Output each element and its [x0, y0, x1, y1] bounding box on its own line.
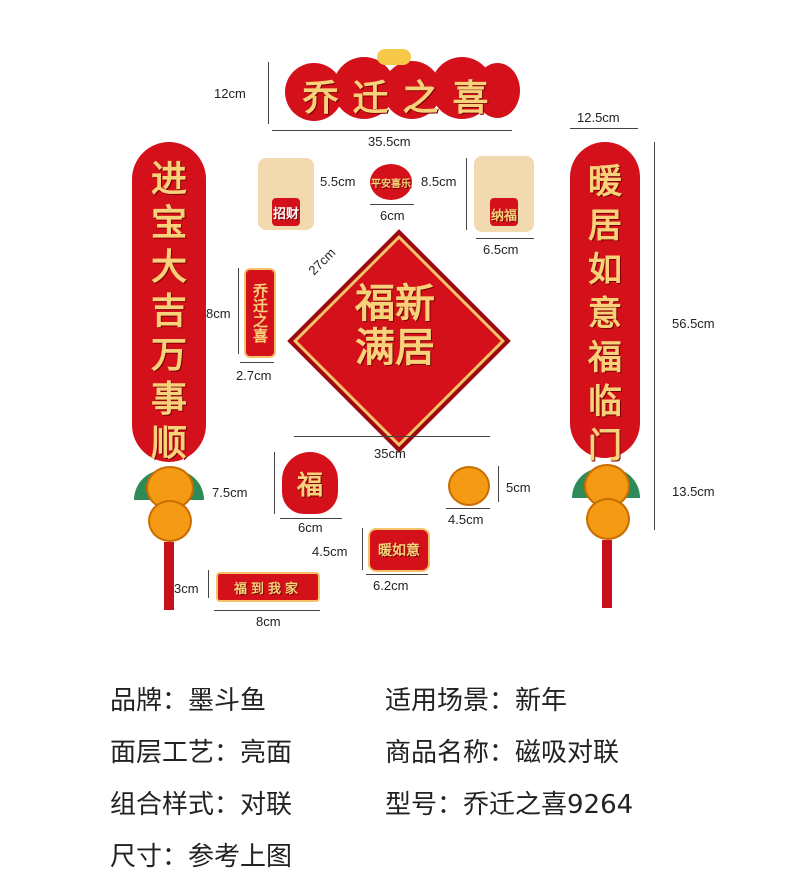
- apple-width-label: 6cm: [380, 208, 405, 223]
- right-width-label: 12.5cm: [577, 110, 620, 125]
- orange-sticker: [448, 466, 490, 506]
- pendant-height-label: 13.5cm: [672, 484, 715, 499]
- right-scroll-char: 如: [588, 250, 622, 290]
- spec-size: 尺寸：参考上图: [110, 841, 293, 872]
- square-height-label: 4.5cm: [312, 544, 348, 559]
- orange-height-line: [498, 466, 499, 502]
- fortune-width-line: [280, 518, 342, 519]
- right-pendant: [572, 460, 640, 540]
- banner-height-line: [268, 62, 269, 124]
- diamond-width-label: 35cm: [374, 446, 406, 461]
- lion-left-text: 招财: [272, 206, 299, 222]
- horizontal-height-label: 3cm: [174, 581, 199, 596]
- spec-model: 型号：乔迁之喜9264: [385, 789, 634, 820]
- spec-row: 组合样式：对联 型号：乔迁之喜9264: [110, 776, 750, 828]
- banner-text: 乔迁之喜: [302, 78, 503, 119]
- lion-right-width-line: [476, 238, 534, 239]
- spec-row: 品牌：墨斗鱼 适用场景：新年: [110, 672, 750, 724]
- left-scroll-char: 进: [150, 159, 187, 200]
- square-width-label: 6.2cm: [373, 578, 409, 593]
- spec-scene: 适用场景：新年: [385, 685, 568, 716]
- left-scroll-char: 大: [150, 247, 187, 288]
- vertical-small-width-line: [240, 362, 274, 363]
- spec-product-name: 商品名称：磁吸对联: [385, 737, 620, 768]
- right-tassel: [602, 540, 612, 608]
- spec-style: 组合样式：对联: [110, 789, 293, 820]
- left-scroll-char: 吉: [150, 291, 187, 332]
- lion-right-width-label: 6.5cm: [483, 242, 519, 257]
- right-scroll-char: 门: [588, 426, 622, 466]
- right-scroll-char: 意: [588, 294, 622, 334]
- banner-width-label: 35.5cm: [368, 134, 411, 149]
- lion-right-sticker: 纳福: [474, 156, 534, 232]
- left-scroll-char: 事: [150, 379, 187, 420]
- orange-width-line: [446, 508, 490, 509]
- left-tassel: [164, 542, 174, 610]
- apple-width-line: [370, 204, 414, 205]
- square-height-line: [362, 528, 363, 570]
- horizontal-sticker-text: 福到我家: [233, 581, 302, 597]
- diamond-line1: 福新: [355, 281, 435, 327]
- gold-ingot-icon: [377, 49, 411, 65]
- spec-brand: 品牌：墨斗鱼: [110, 685, 267, 716]
- spec-row: 面层工艺：亮面 商品名称：磁吸对联: [110, 724, 750, 776]
- banner-height-label: 12cm: [214, 86, 246, 101]
- spec-table: 品牌：墨斗鱼 适用场景：新年 面层工艺：亮面 商品名称：磁吸对联 组合样式：对联…: [110, 672, 750, 880]
- spec-row: 尺寸：参考上图: [110, 828, 750, 880]
- right-scroll-char: 福: [588, 338, 622, 378]
- diamond-edge-label: 27cm: [305, 244, 339, 279]
- pendant-height-line: [654, 458, 655, 530]
- horizontal-sticker: 福到我家: [216, 572, 320, 602]
- diamond-text: 福新 满居: [330, 282, 460, 370]
- horizontal-width-line: [214, 610, 320, 611]
- fortune-bag-text: 福: [296, 470, 323, 501]
- apple-text: 平安喜乐: [371, 178, 411, 190]
- square-sticker-text: 暖如意: [378, 543, 420, 559]
- left-pendant: [134, 462, 204, 542]
- left-scroll-char: 宝: [150, 203, 187, 244]
- square-sticker: 暖如意: [368, 528, 430, 572]
- right-scroll: 暖 居 如 意 福 临 门: [570, 142, 640, 466]
- right-scroll-char: 居: [588, 206, 622, 246]
- orange-width-label: 4.5cm: [448, 512, 484, 527]
- fortune-width-label: 6cm: [298, 520, 323, 535]
- left-scroll-char: 顺: [150, 423, 187, 464]
- orange-height-label: 5cm: [506, 480, 531, 495]
- right-height-label: 56.5cm: [672, 316, 715, 331]
- vertical-small-height-label: 8cm: [206, 306, 231, 321]
- apple-sticker: 平安喜乐: [370, 164, 412, 200]
- vertical-small-sticker: 乔迁之喜: [244, 268, 276, 358]
- fortune-bag-sticker: 福: [282, 452, 338, 514]
- fortune-height-line: [274, 452, 275, 514]
- spec-finish: 面层工艺：亮面: [110, 737, 293, 768]
- lion-left-height-label: 5.5cm: [320, 174, 356, 189]
- right-height-line: [654, 142, 655, 458]
- banner-width-line: [272, 130, 512, 131]
- diamond-width-line: [294, 436, 490, 437]
- lion-right-text: 纳福: [490, 208, 517, 224]
- vertical-small-height-line: [238, 268, 239, 354]
- right-scroll-char: 暖: [588, 162, 622, 202]
- lion-left-sticker: 招财: [258, 158, 314, 230]
- diamond-line2: 满居: [355, 325, 435, 371]
- top-banner: 乔迁之喜: [285, 49, 520, 125]
- vertical-small-width-label: 2.7cm: [236, 368, 272, 383]
- left-scroll: 进 宝 大 吉 万 事 顺: [132, 142, 206, 464]
- lion-right-height-line: [466, 158, 467, 230]
- square-width-line: [366, 574, 428, 575]
- apple-height-label: 8.5cm: [421, 174, 457, 189]
- right-width-line: [570, 128, 638, 129]
- horizontal-width-label: 8cm: [256, 614, 281, 629]
- horizontal-height-line: [208, 570, 209, 598]
- left-scroll-char: 万: [150, 335, 187, 376]
- right-scroll-char: 临: [588, 382, 622, 422]
- fortune-height-label: 7.5cm: [212, 485, 248, 500]
